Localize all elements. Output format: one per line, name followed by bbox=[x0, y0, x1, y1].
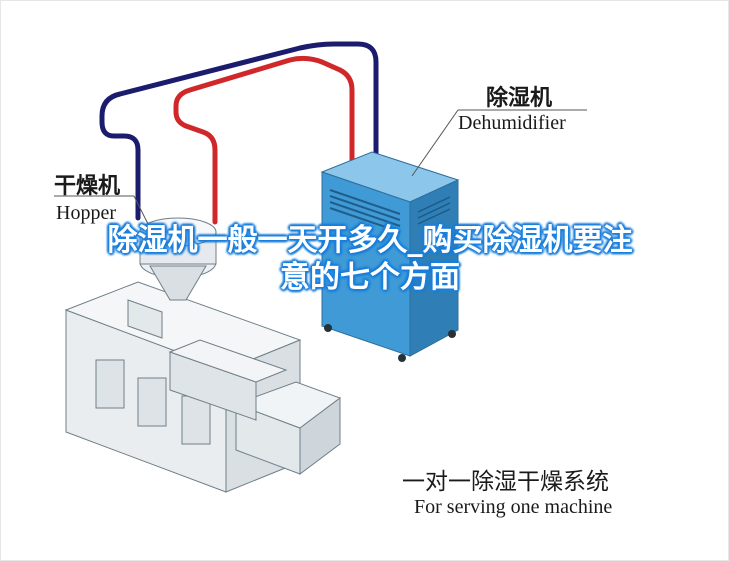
dehumidifier-label-cn: 除湿机 bbox=[486, 86, 553, 111]
system-label-cn: 一对一除湿干燥系统 bbox=[402, 469, 609, 495]
hopper-label-en: Hopper bbox=[56, 202, 116, 224]
blue-pipe bbox=[99, 41, 379, 221]
overlay-title: 除湿机一般一天开多久_购买除湿机要注意的七个方面 bbox=[107, 223, 633, 295]
system-label-en: For serving one machine bbox=[414, 496, 613, 518]
hopper-label-cn: 干燥机 bbox=[54, 174, 121, 199]
molding-machine bbox=[64, 217, 342, 493]
leader-lines bbox=[54, 109, 587, 229]
dehumidifier-label-en: Dehumidifier bbox=[458, 112, 566, 134]
red-pipe bbox=[173, 55, 355, 225]
dehumidifier-unit bbox=[320, 151, 460, 362]
